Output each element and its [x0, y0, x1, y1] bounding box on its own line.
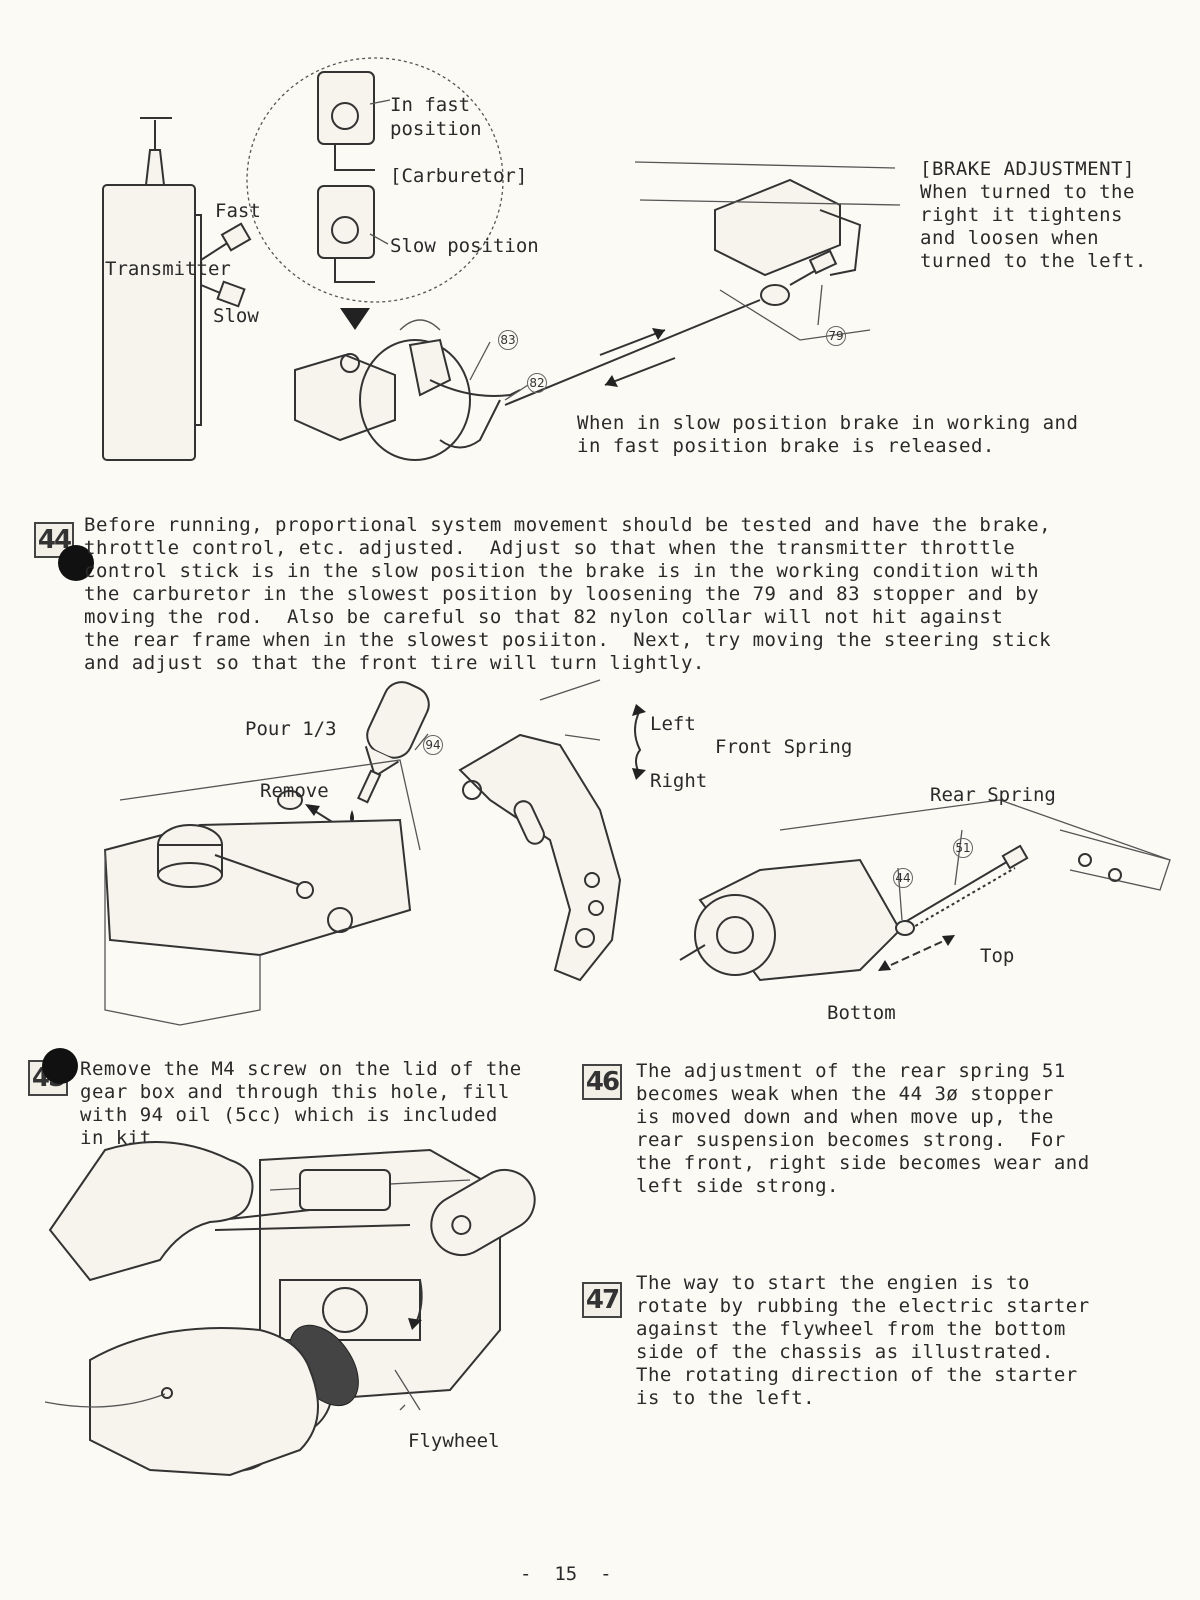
transmitter-label: Transmitter	[105, 258, 231, 280]
slow-position-label: Slow position	[390, 235, 539, 257]
rear-spring-label: Rear Spring	[930, 784, 1056, 806]
hole-punch-mark	[42, 1048, 78, 1084]
right-label: Right	[650, 770, 708, 792]
step-number-46: 46	[582, 1064, 622, 1100]
callout-83: 83	[498, 330, 518, 350]
callout-51: 51	[953, 838, 973, 858]
in-fast-position-label: In fast position	[390, 94, 482, 140]
step-number-47: 47	[582, 1282, 622, 1318]
top-label: Top	[980, 945, 1015, 967]
bottom-label: Bottom	[827, 1002, 896, 1024]
hole-punch-mark	[58, 545, 94, 581]
left-label: Left	[650, 713, 696, 735]
page-number: - 15 -	[520, 1563, 612, 1585]
transmitter-illustration	[102, 57, 901, 461]
step-46-text: The adjustment of the rear spring 51 bec…	[636, 1060, 1090, 1197]
starter-illustration	[44, 1141, 536, 1477]
carburetor-label: [Carburetor]	[390, 165, 528, 187]
brake-adjustment-note: [BRAKE ADJUSTMENT] When turned to the ri…	[920, 158, 1147, 272]
callout-82: 82	[527, 373, 547, 393]
gearbox-and-suspension-illustration	[103, 679, 1171, 1026]
step-47-text: The way to start the engien is to rotate…	[636, 1272, 1090, 1409]
pour-label: Pour 1/3	[245, 718, 337, 740]
callout-79: 79	[826, 326, 846, 346]
front-spring-label: Front Spring	[715, 736, 853, 758]
brake-position-note: When in slow position brake in working a…	[577, 412, 1079, 457]
callout-94: 94	[423, 735, 443, 755]
callout-44: 44	[893, 868, 913, 888]
slow-label: Slow	[213, 305, 259, 327]
flywheel-label: Flywheel	[408, 1430, 500, 1452]
step-45-text: Remove the M4 screw on the lid of the ge…	[80, 1058, 522, 1149]
fast-label: Fast	[215, 200, 261, 222]
remove-label: Remove	[260, 780, 329, 802]
step-44-text: Before running, proportional system move…	[84, 514, 1052, 674]
